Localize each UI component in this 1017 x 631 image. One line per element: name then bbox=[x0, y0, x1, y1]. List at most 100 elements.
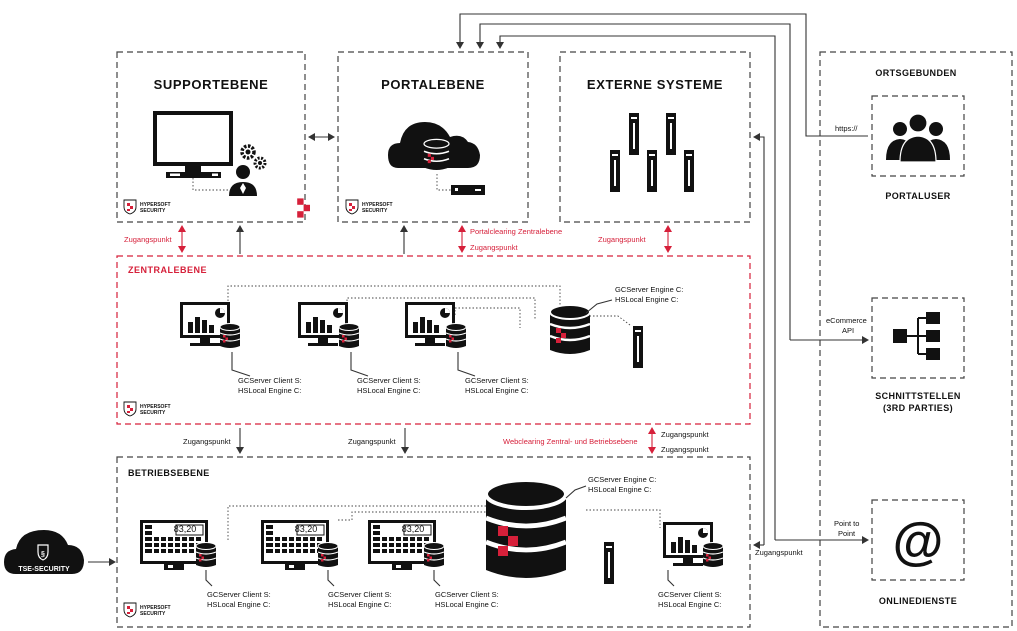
local-engine-label: HSLocal Engine C: bbox=[465, 386, 528, 395]
supportebene-box bbox=[116, 51, 306, 223]
central-database-icon bbox=[548, 303, 592, 356]
ortsgebunden-box bbox=[819, 51, 1013, 628]
client-workstation-icon bbox=[180, 302, 241, 349]
client-s-label: GCServer Client S: bbox=[238, 376, 302, 385]
pointer-line bbox=[205, 570, 213, 587]
svg-text:83,20: 83,20 bbox=[174, 524, 197, 534]
portaluser-box bbox=[871, 95, 965, 177]
local-engine-label: HSLocal Engine C: bbox=[658, 600, 721, 609]
central-database-icon bbox=[486, 480, 566, 578]
point-label: Point bbox=[838, 529, 856, 538]
connector bbox=[753, 133, 765, 545]
pointer-line bbox=[231, 352, 251, 377]
support-workstation-icon bbox=[153, 111, 310, 218]
local-engine-label: HSLocal Engine C: bbox=[207, 600, 270, 609]
portaluser-label: PORTALUSER bbox=[885, 191, 950, 201]
dotted-link bbox=[586, 315, 631, 326]
connector bbox=[476, 23, 791, 340]
pointer-line bbox=[433, 570, 441, 587]
betriebsebene-box bbox=[116, 456, 751, 628]
tse-security-label: TSE-SECURITY bbox=[18, 566, 70, 573]
portalclearing-label: Portalclearing Zentralebene bbox=[470, 227, 562, 236]
local-engine-label: HSLocal Engine C: bbox=[357, 386, 420, 395]
local-engine-label: HSLocal Engine C: bbox=[615, 295, 678, 304]
dotted-link bbox=[454, 307, 521, 328]
server-tower-icon bbox=[604, 542, 614, 584]
svg-text:HYPERSOFT: HYPERSOFT bbox=[362, 202, 393, 208]
local-engine-label: HSLocal Engine C: bbox=[588, 485, 651, 494]
webclearing-label: Webclearing Zentral- und Betriebsebene bbox=[503, 437, 638, 446]
zugangspunkt-label: Zugangspunkt bbox=[755, 548, 803, 557]
zentralebene-title: ZENTRALEBENE bbox=[128, 265, 207, 275]
svg-text:HYPERSOFT: HYPERSOFT bbox=[140, 202, 171, 208]
local-engine-label: HSLocal Engine C: bbox=[238, 386, 301, 395]
local-engine-label: HSLocal Engine C: bbox=[435, 600, 498, 609]
zugangspunkt-label: Zugangspunkt bbox=[348, 437, 396, 446]
pointer-line bbox=[327, 570, 335, 587]
dotted-link bbox=[338, 511, 490, 521]
client-workstation-icon bbox=[298, 302, 360, 349]
api-label: API bbox=[842, 326, 854, 335]
zugangspunkt-label: Zugangspunkt bbox=[661, 445, 709, 454]
zugangspunkt-label: Zugangspunkt bbox=[183, 437, 231, 446]
cloud-server-icon bbox=[388, 122, 485, 195]
client-s-label: GCServer Client S: bbox=[357, 376, 421, 385]
zugangspunkt-label: Zugangspunkt bbox=[598, 235, 646, 244]
pos-terminal-icon: 83,20 bbox=[260, 519, 339, 571]
svg-text:SECURITY: SECURITY bbox=[362, 208, 388, 214]
pointer-line bbox=[667, 570, 675, 587]
svg-text:SECURITY: SECURITY bbox=[140, 611, 166, 617]
schnittstellen-label: SCHNITTSTELLEN bbox=[875, 391, 961, 401]
onlinedienste-label: ONLINEDIENSTE bbox=[879, 596, 957, 606]
client-workstation-icon bbox=[663, 522, 724, 568]
local-engine-label: HSLocal Engine C: bbox=[328, 600, 391, 609]
hierarchy-icon bbox=[893, 312, 940, 360]
external-servers-icon bbox=[610, 113, 694, 192]
zugangspunkt-label: Zugangspunkt bbox=[124, 235, 172, 244]
server-engine-label: GCServer Engine C: bbox=[588, 475, 656, 484]
client-s-label: GCServer Client S: bbox=[658, 590, 722, 599]
hypersoft-logo: HYPERSOFT SECURITY bbox=[123, 602, 171, 618]
client-s-label: GCServer Client S: bbox=[328, 590, 392, 599]
svg-text:SECURITY: SECURITY bbox=[140, 208, 166, 214]
3rd-parties-label: (3RD PARTIES) bbox=[883, 403, 953, 413]
pointer-line bbox=[585, 299, 613, 314]
svg-text:HYPERSOFT: HYPERSOFT bbox=[140, 404, 171, 410]
zugangspunkt-label: Zugangspunkt bbox=[661, 430, 709, 439]
dotted-link bbox=[586, 509, 661, 528]
hypersoft-logo: HYPERSOFT SECURITY bbox=[123, 401, 171, 417]
svg-text:SECURITY: SECURITY bbox=[140, 410, 166, 416]
onlinedienste-box bbox=[871, 499, 965, 581]
at-icon: @ bbox=[893, 513, 944, 571]
betriebsebene-title: BETRIEBSEBENE bbox=[128, 468, 210, 478]
dotted-link bbox=[227, 505, 490, 540]
svg-text:83,20: 83,20 bbox=[295, 524, 318, 534]
point-to-label: Point to bbox=[834, 519, 859, 528]
svg-text:§: § bbox=[41, 551, 45, 558]
svg-text:83,20: 83,20 bbox=[402, 524, 425, 534]
externe-systeme-title: EXTERNE SYSTEME bbox=[587, 77, 723, 92]
hypersoft-logo: HYPERSOFT SECURITY bbox=[345, 199, 393, 215]
pos-terminal-icon: 83,20 bbox=[139, 519, 217, 571]
pointer-line bbox=[350, 352, 369, 377]
ortsgebunden-title: ORTSGEBUNDEN bbox=[875, 68, 956, 78]
users-group-icon bbox=[886, 113, 950, 163]
dotted-link bbox=[227, 285, 561, 315]
portalebene-box bbox=[337, 51, 529, 223]
client-s-label: GCServer Client S: bbox=[465, 376, 529, 385]
connector bbox=[456, 13, 868, 137]
client-s-label: GCServer Client S: bbox=[435, 590, 499, 599]
svg-text:HYPERSOFT: HYPERSOFT bbox=[140, 605, 171, 611]
supportebene-title: SUPPORTEBENE bbox=[154, 77, 269, 92]
connector bbox=[496, 35, 776, 540]
ecommerce-label: eCommerce bbox=[826, 316, 867, 325]
pointer-line bbox=[565, 485, 587, 499]
hypersoft-logo: HYPERSOFT SECURITY bbox=[123, 199, 171, 215]
externe-systeme-box bbox=[559, 51, 751, 223]
tse-security-cloud-icon: § TSE-SECURITY bbox=[4, 530, 84, 574]
client-workstation-icon bbox=[405, 302, 467, 349]
zugangspunkt-label: Zugangspunkt bbox=[470, 243, 518, 252]
pos-terminal-icon: 83,20 bbox=[367, 519, 445, 571]
schnittstellen-box bbox=[871, 297, 965, 379]
